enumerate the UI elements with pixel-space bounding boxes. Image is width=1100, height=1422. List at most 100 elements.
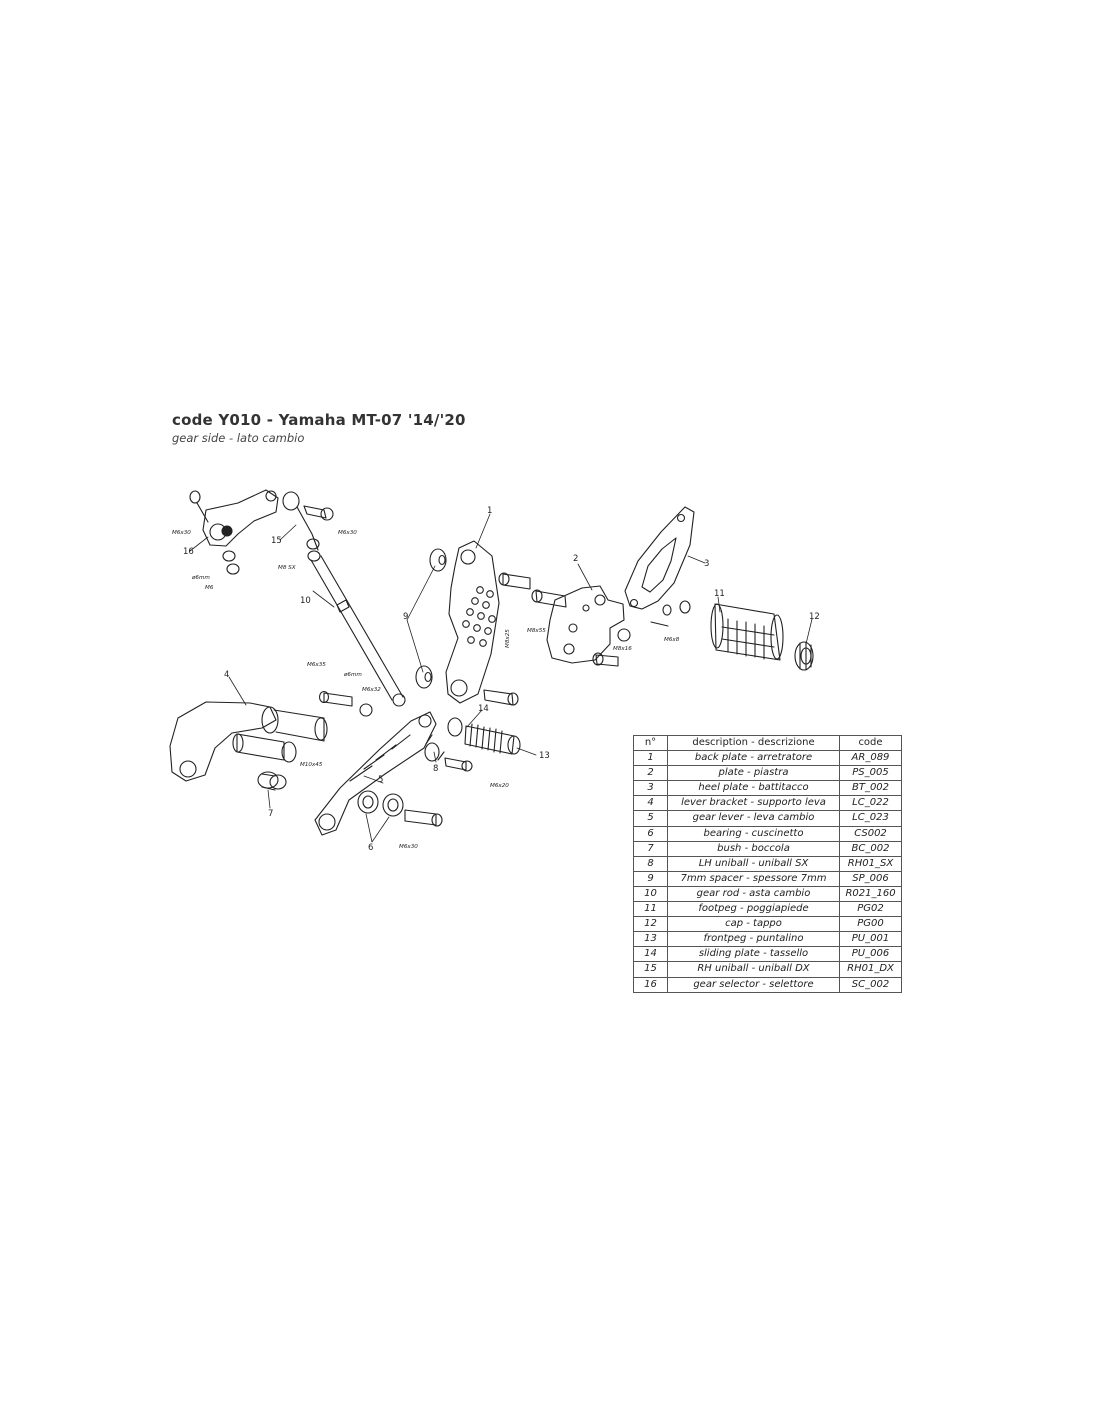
page-title: code Y010 - Yamaha MT-07 '14/'20 [172, 411, 466, 429]
cell-code: R021_160 [839, 885, 902, 903]
column-header-code: code [839, 734, 902, 752]
cell-number: 11 [633, 901, 668, 918]
cell-number: 3 [633, 780, 668, 797]
cell-code: RH01_SX [839, 855, 902, 872]
part-number-labels: 1 2 3 4 5 6 7 8 9 10 11 12 13 14 15 16 [183, 506, 820, 853]
cell-code: PG02 [839, 901, 902, 918]
frontpeg-part [444, 717, 521, 772]
cell-description: heel plate - battitacco [667, 780, 840, 797]
cell-code: RH01_DX [839, 961, 902, 978]
cell-description: lever bracket - supporto leva [667, 795, 840, 812]
cap-part [794, 641, 814, 671]
bolt-label: M6x30 [172, 530, 191, 536]
cell-code: BT_002 [839, 780, 902, 797]
part-number: 12 [809, 612, 820, 622]
bolts-back-plate [483, 572, 567, 706]
cell-number: 4 [633, 795, 668, 812]
column-header-number: n° [633, 734, 668, 752]
part-number: 7 [268, 809, 273, 819]
bush-part [257, 771, 287, 791]
part-number: 16 [183, 547, 194, 557]
rh-uniball-part [282, 491, 334, 562]
part-number: 5 [378, 775, 383, 785]
lh-uniball-part [424, 734, 445, 762]
part-number: 14 [478, 704, 489, 714]
part-number: 10 [300, 596, 311, 606]
bolt-label: M6x20 [490, 783, 509, 789]
cell-description: LH uniball - uniball SX [667, 855, 840, 872]
cell-number: 8 [633, 855, 668, 872]
part-number: 3 [704, 559, 709, 569]
cell-code: BC_002 [839, 840, 902, 857]
cell-code: PS_005 [839, 765, 902, 782]
cell-description: sliding plate - tassello [667, 946, 840, 963]
cell-description: back plate - arretratore [667, 750, 840, 767]
part-number: 8 [433, 764, 438, 774]
cell-number: 16 [633, 976, 668, 993]
table-header-row: n° description - descrizione code [633, 734, 902, 752]
cell-code: PG00 [839, 916, 902, 933]
bolt-label: M6x30 [338, 530, 357, 536]
bolt-size-labels: M6x30 M6x30 M8 SX ø6mm M6 M6x35 ø6mm M6x… [172, 530, 680, 850]
part-number: 6 [368, 843, 373, 853]
cell-code: CS002 [839, 825, 902, 842]
lever-bracket-part [169, 701, 328, 782]
cell-code: PU_001 [839, 931, 902, 948]
part-number: 9 [403, 612, 408, 622]
footpeg-part [710, 603, 784, 661]
cell-description: bush - boccola [667, 840, 840, 857]
gear-selector-part [189, 489, 279, 575]
bolt-label: M6x30 [399, 844, 418, 850]
leader-lines [189, 513, 813, 843]
cell-code: SP_006 [839, 870, 902, 887]
bolt-label: M6 [205, 585, 214, 591]
bolt-label: M6x35 [307, 662, 326, 668]
bolt-label: M6x8 [664, 637, 680, 643]
cell-description: gear selector - selettore [667, 976, 840, 993]
page-subtitle: gear side - lato cambio [172, 431, 305, 445]
cell-number: 9 [633, 870, 668, 887]
cell-number: 15 [633, 961, 668, 978]
cell-description: gear lever - leva cambio [667, 810, 840, 827]
cell-number: 14 [633, 946, 668, 963]
bolt-label: M6x32 [362, 687, 381, 693]
part-number: 11 [714, 589, 725, 599]
heel-plate-part [624, 506, 695, 627]
cell-number: 2 [633, 765, 668, 782]
bolt-label: ø6mm [191, 575, 210, 581]
part-number: 1 [487, 506, 492, 516]
part-number: 2 [573, 554, 578, 564]
back-plate-part [445, 540, 500, 704]
part-number: 13 [539, 751, 550, 761]
cell-code: LC_023 [839, 810, 902, 827]
gear-rod-part [310, 555, 404, 701]
cell-code: SC_002 [839, 976, 902, 993]
cell-description: bearing - cuscinetto [667, 825, 840, 842]
bolt-label: M10x45 [300, 762, 323, 768]
cell-code: AR_089 [839, 750, 902, 767]
bolts-gear-rod [318, 690, 406, 717]
cell-number: 12 [633, 916, 668, 933]
bolt-label: M8 SX [278, 565, 296, 571]
bolt-label: M8x25 [505, 629, 511, 648]
cell-description: gear rod - asta cambio [667, 885, 840, 903]
part-number: 15 [271, 536, 282, 546]
cell-description: footpeg - poggiapiede [667, 901, 840, 918]
column-header-description: description - descrizione [667, 734, 840, 752]
